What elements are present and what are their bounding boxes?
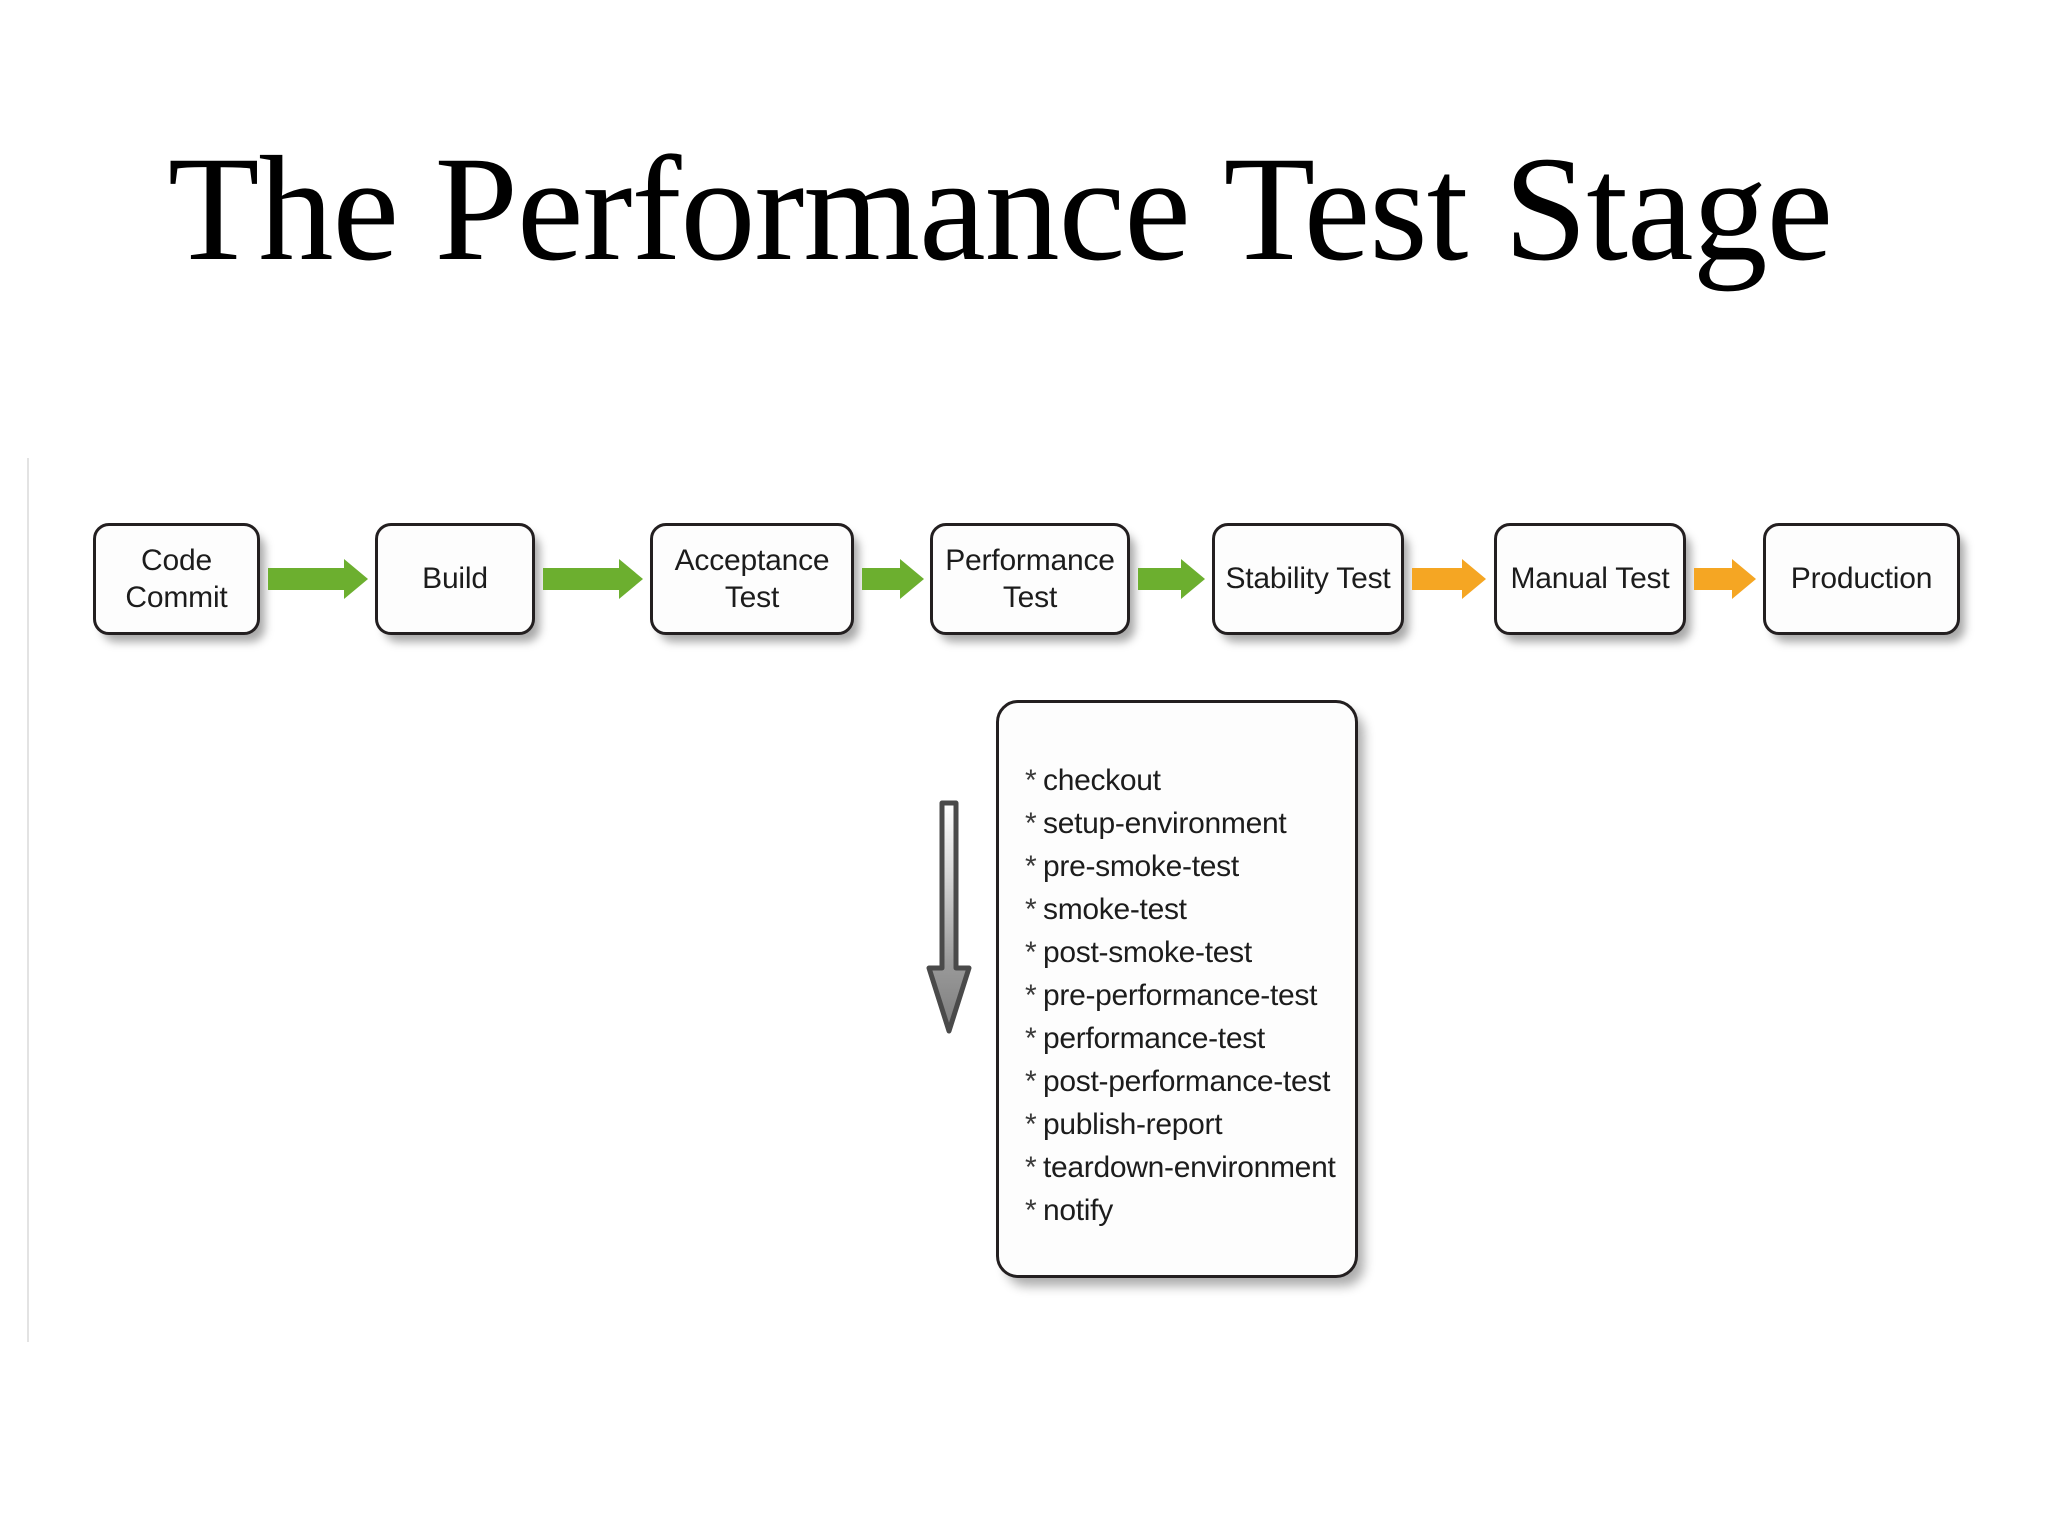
page-title: The Performance Test Stage	[167, 126, 1833, 292]
bullet-glyph: *	[1025, 1022, 1037, 1055]
arrow-head-right-icon	[619, 559, 643, 599]
drill-down-arrow-icon	[925, 800, 973, 1035]
pipeline-stage-label: Code Commit	[125, 543, 228, 614]
task-list-item: *setup-environment	[1025, 802, 1355, 845]
task-list-item: *notify	[1025, 1189, 1355, 1232]
connector-arrow-code-commit-to-build	[268, 559, 368, 599]
pipeline-stage-code-commit[interactable]: Code Commit	[93, 523, 260, 635]
bullet-glyph: *	[1025, 893, 1037, 926]
pipeline-stage-acceptance-test[interactable]: Acceptance Test	[650, 523, 854, 635]
connector-arrow-stability-test-to-manual-test	[1412, 559, 1486, 599]
connector-arrow-performance-test-to-stability-test	[1138, 559, 1205, 599]
bullet-glyph: *	[1025, 1194, 1037, 1227]
task-list-item: *checkout	[1025, 759, 1355, 802]
pipeline-stage-label: Production	[1790, 562, 1933, 596]
arrow-head-right-icon	[344, 559, 368, 599]
pipeline-stage-stability-test[interactable]: Stability Test	[1212, 523, 1404, 635]
arrow-shaft	[268, 568, 346, 590]
task-list-item: *smoke-test	[1025, 888, 1355, 931]
task-label: performance-test	[1043, 1022, 1265, 1055]
task-label: notify	[1043, 1194, 1113, 1227]
pipeline-stage-performance-test[interactable]: Performance Test	[930, 523, 1130, 635]
arrow-shaft	[543, 568, 621, 590]
task-list: *checkout *setup-environment *pre-smoke-…	[1025, 759, 1355, 1232]
pipeline-stage-label: Manual Test	[1510, 562, 1670, 596]
pipeline-stage-build[interactable]: Build	[375, 523, 535, 635]
deployment-pipeline: Code Commit Build Acceptance Test Perfor…	[0, 0, 2048, 700]
pipeline-stage-label: Build	[422, 562, 488, 596]
task-label: post-smoke-test	[1043, 936, 1252, 969]
pipeline-stage-label: Acceptance Test	[674, 543, 830, 614]
arrow-head-right-icon	[1732, 559, 1756, 599]
task-list-item: *teardown-environment	[1025, 1146, 1355, 1189]
arrow-shaft	[862, 568, 902, 590]
bullet-glyph: *	[1025, 764, 1037, 797]
task-list-item: *pre-smoke-test	[1025, 845, 1355, 888]
pipeline-stage-manual-test[interactable]: Manual Test	[1494, 523, 1686, 635]
arrow-shaft	[1412, 568, 1464, 590]
pipeline-stage-production[interactable]: Production	[1763, 523, 1960, 635]
task-label: setup-environment	[1043, 807, 1287, 840]
bullet-glyph: *	[1025, 979, 1037, 1012]
bullet-glyph: *	[1025, 850, 1037, 883]
task-list-item: *performance-test	[1025, 1017, 1355, 1060]
task-list-item: *post-performance-test	[1025, 1060, 1355, 1103]
task-label: smoke-test	[1043, 893, 1187, 926]
connector-arrow-acceptance-test-to-performance-test	[862, 559, 924, 599]
task-label: checkout	[1043, 764, 1161, 797]
arrow-shaft	[1694, 568, 1734, 590]
bullet-glyph: *	[1025, 1065, 1037, 1098]
bullet-glyph: *	[1025, 1151, 1037, 1184]
arrow-shaft	[1138, 568, 1183, 590]
arrow-head-right-icon	[1181, 559, 1205, 599]
bullet-glyph: *	[1025, 936, 1037, 969]
task-label: publish-report	[1043, 1108, 1223, 1141]
connector-arrow-manual-test-to-production	[1694, 559, 1756, 599]
performance-test-task-panel[interactable]: *checkout *setup-environment *pre-smoke-…	[996, 700, 1358, 1278]
arrow-head-right-icon	[900, 559, 924, 599]
bullet-glyph: *	[1025, 807, 1037, 840]
task-label: teardown-environment	[1043, 1151, 1336, 1184]
pipeline-stage-label: Performance Test	[945, 543, 1115, 614]
task-list-item: *post-smoke-test	[1025, 931, 1355, 974]
left-margin-rule	[27, 458, 29, 1342]
task-label: post-performance-test	[1043, 1065, 1331, 1098]
pipeline-stage-label: Stability Test	[1225, 562, 1391, 596]
task-list-item: *publish-report	[1025, 1103, 1355, 1146]
arrow-head-right-icon	[1462, 559, 1486, 599]
task-list-item: *pre-performance-test	[1025, 974, 1355, 1017]
connector-arrow-build-to-acceptance-test	[543, 559, 643, 599]
task-label: pre-performance-test	[1043, 979, 1318, 1012]
bullet-glyph: *	[1025, 1108, 1037, 1141]
task-label: pre-smoke-test	[1043, 850, 1239, 883]
